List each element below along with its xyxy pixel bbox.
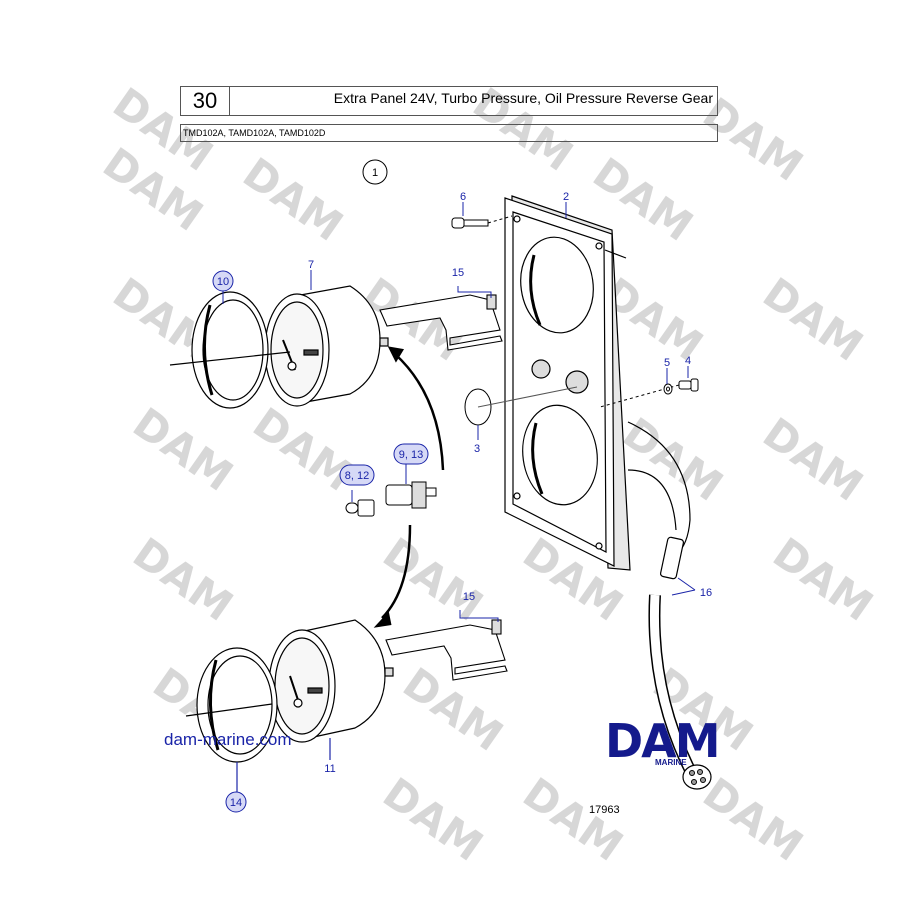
callout-circle-1 bbox=[362, 159, 388, 185]
callout-badge-8-12 bbox=[339, 464, 375, 486]
watermark: DAM bbox=[374, 768, 492, 871]
leader-lines bbox=[222, 202, 696, 622]
callout-badge-9-13 bbox=[393, 443, 429, 465]
callout-9-13: 9, 13 bbox=[399, 449, 423, 461]
callout-6: 6 bbox=[460, 191, 466, 203]
bezel-lower bbox=[185, 647, 278, 794]
callout-10: 10 bbox=[217, 276, 229, 288]
callout-badge-10 bbox=[212, 270, 234, 292]
watermark: DAM bbox=[244, 398, 362, 501]
gauge-lower bbox=[268, 619, 394, 760]
watermark: DAM bbox=[124, 398, 242, 501]
watermark: DAM bbox=[374, 528, 492, 631]
brand-logo-text: DAM bbox=[605, 714, 721, 768]
callout-5: 5 bbox=[664, 357, 670, 369]
drawing-number: 17963 bbox=[589, 804, 620, 816]
assembly-arrows bbox=[373, 346, 445, 628]
bezel-upper bbox=[169, 291, 291, 409]
callout-15-lower: 15 bbox=[463, 591, 475, 603]
brand-logo-subtext: MARINE bbox=[655, 758, 687, 767]
bulb-holder-part bbox=[385, 462, 437, 509]
callout-2: 2 bbox=[563, 191, 569, 203]
callout-badge-14 bbox=[225, 791, 247, 813]
callout-16: 16 bbox=[700, 587, 712, 599]
callout-8-12: 8, 12 bbox=[345, 470, 369, 482]
callout-3: 3 bbox=[474, 443, 480, 455]
watermark: DAM bbox=[234, 148, 352, 251]
callout-4: 4 bbox=[685, 355, 691, 367]
callout-11: 11 bbox=[324, 763, 335, 775]
watermark: DAM bbox=[124, 528, 242, 631]
section-number: 30 bbox=[181, 87, 230, 115]
panel-plate bbox=[504, 195, 631, 571]
watermark: DAM bbox=[514, 768, 632, 871]
engine-models: TMD102A, TAMD102A, TAMD102D bbox=[180, 124, 718, 142]
callout-layer: 1 2 3 4 5 6 7 8, 12 9, 13 10 11 14 15 15… bbox=[212, 159, 712, 813]
bulb-part bbox=[345, 490, 375, 517]
watermark-layer: DAM DAM DAM DAM DAM DAM DAM DAM DAM DAM … bbox=[94, 78, 882, 871]
watermark: DAM bbox=[764, 528, 882, 631]
screw-part-6 bbox=[451, 215, 513, 229]
watermark: DAM bbox=[754, 408, 872, 511]
callout-1: 1 bbox=[372, 167, 378, 179]
header-row: 30 Extra Panel 24V, Turbo Pressure, Oil … bbox=[180, 86, 718, 116]
cable-harness bbox=[627, 421, 712, 790]
diagram-title: Extra Panel 24V, Turbo Pressure, Oil Pre… bbox=[333, 90, 713, 106]
washer-part-5 bbox=[663, 383, 673, 395]
bracket-lower bbox=[385, 619, 508, 681]
grommet-part-3 bbox=[464, 386, 578, 440]
watermark: DAM bbox=[754, 268, 872, 371]
website-link[interactable]: dam-marine.com bbox=[164, 730, 292, 749]
watermark: DAM bbox=[694, 768, 812, 871]
gauge-upper bbox=[264, 285, 389, 407]
callout-14: 14 bbox=[230, 797, 242, 809]
callout-15-upper: 15 bbox=[452, 267, 464, 279]
brand-logo: DAM MARINE bbox=[605, 714, 737, 774]
callout-7: 7 bbox=[308, 259, 314, 271]
